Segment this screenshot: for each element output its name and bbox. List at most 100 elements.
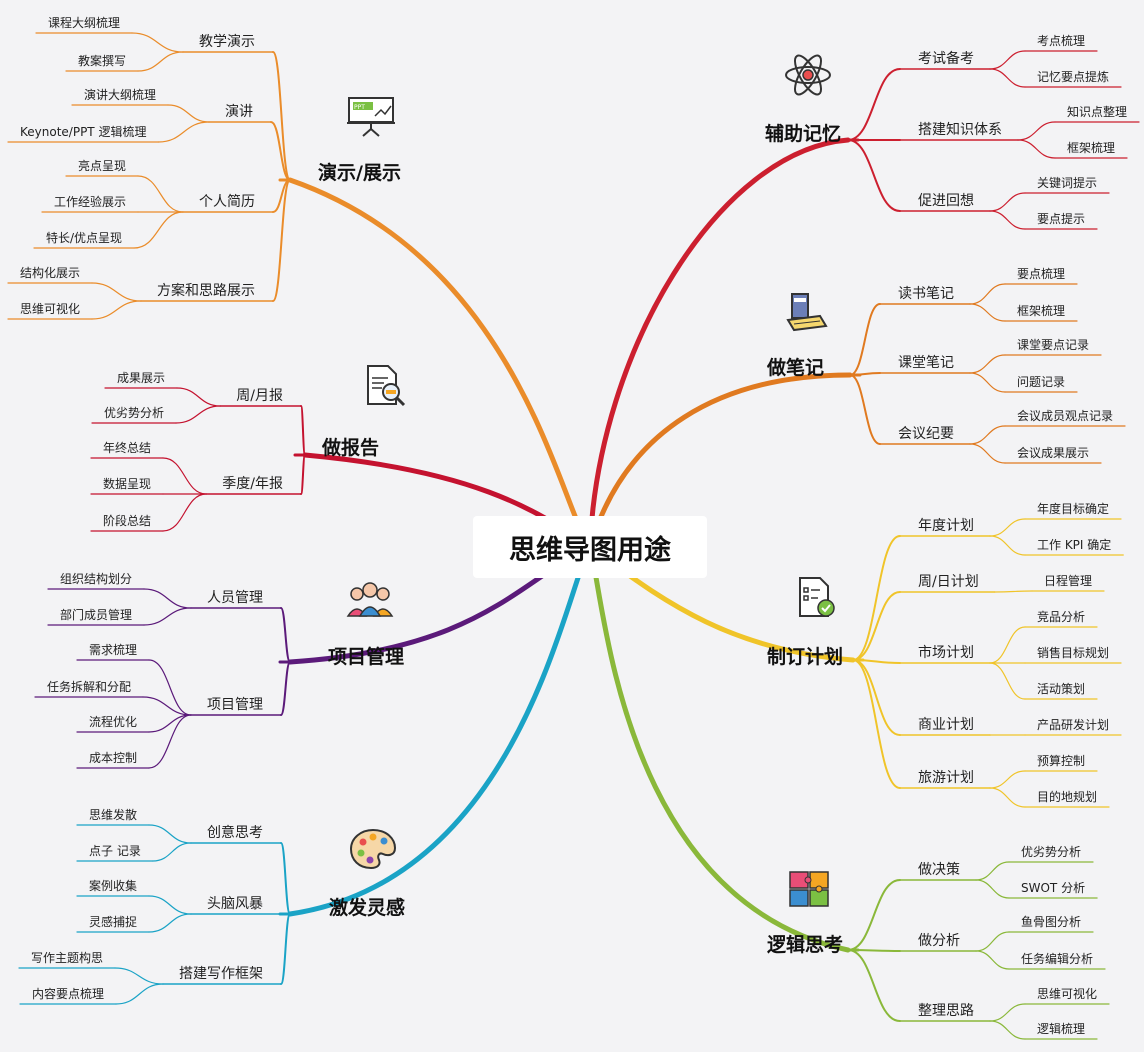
leaf-topic[interactable]: Keynote/PPT 逻辑梳理 <box>20 125 147 139</box>
leaf-topic[interactable]: SWOT 分析 <box>1021 881 1086 895</box>
branch-topic[interactable]: 激发灵感 <box>329 897 406 919</box>
leaf-topic[interactable]: 任务拆解和分配 <box>47 680 132 694</box>
leaf-topic[interactable]: 教案撰写 <box>78 54 127 68</box>
branch-topic[interactable]: 制订计划 <box>767 646 844 668</box>
sub-topic[interactable]: 旅游计划 <box>918 770 974 786</box>
leaf-topic[interactable]: 工作 KPI 确定 <box>1037 538 1112 552</box>
leaf-topic[interactable]: 案例收集 <box>89 879 138 893</box>
leaf-topic[interactable]: 课堂要点记录 <box>1017 338 1090 352</box>
leaf-topic[interactable]: 日程管理 <box>1044 574 1093 588</box>
leaf-connector <box>148 659 192 716</box>
sub-connector <box>300 405 306 456</box>
sub-connector <box>280 913 291 985</box>
sub-topic[interactable]: 头脑风暴 <box>207 896 263 912</box>
leaf-topic[interactable]: 组织结构划分 <box>60 572 133 586</box>
leaf-topic[interactable]: 成果展示 <box>117 371 166 385</box>
leaf-topic[interactable]: 结构化展示 <box>20 266 81 280</box>
leaf-topic[interactable]: 鱼骨图分析 <box>1021 915 1082 929</box>
leaf-topic[interactable]: 需求梳理 <box>89 643 138 657</box>
leaf-topic[interactable]: 优劣势分析 <box>1021 845 1082 859</box>
sub-topic[interactable]: 方案和思路展示 <box>157 283 255 299</box>
branch-topic[interactable]: 逻辑思考 <box>767 934 844 956</box>
leaf-connector <box>969 303 1006 322</box>
sub-topic[interactable]: 促进回想 <box>918 193 974 209</box>
sub-topic[interactable]: 演讲 <box>225 104 253 120</box>
sub-topic[interactable]: 搭建写作框架 <box>179 966 263 982</box>
sub-topic[interactable]: 课堂笔记 <box>898 355 954 371</box>
sub-topic[interactable]: 创意思考 <box>207 825 263 841</box>
central-topic[interactable]: 思维导图用途 <box>473 516 707 578</box>
leaf-connector <box>148 714 192 769</box>
leaf-topic[interactable]: 成本控制 <box>89 751 138 765</box>
sub-topic[interactable]: 搭建知识体系 <box>918 122 1002 138</box>
leaf-topic[interactable]: 思维可视化 <box>1037 987 1098 1001</box>
leaf-topic[interactable]: 部门成员管理 <box>60 608 133 622</box>
leaf-topic[interactable]: 问题记录 <box>1017 375 1066 389</box>
sub-topic[interactable]: 整理思路 <box>918 1003 974 1019</box>
leaf-topic[interactable]: 优劣势分析 <box>104 406 165 420</box>
leaf-topic[interactable]: 目的地规划 <box>1037 790 1098 804</box>
sub-connector <box>852 535 901 661</box>
sub-topic[interactable]: 季度/年报 <box>222 476 283 492</box>
sub-topic[interactable]: 人员管理 <box>207 590 263 606</box>
leaf-connector <box>137 51 184 72</box>
leaf-topic[interactable]: 内容要点梳理 <box>32 987 105 1001</box>
leaf-connector <box>1017 121 1056 141</box>
leaf-topic[interactable]: 数据呈现 <box>103 477 152 491</box>
sub-topic[interactable]: 做决策 <box>918 862 960 878</box>
leaf-topic[interactable]: 演讲大纲梳理 <box>84 88 157 102</box>
branch-topic[interactable]: 演示/展示 <box>318 162 401 184</box>
leaf-connector <box>989 662 1026 700</box>
leaf-topic[interactable]: 要点提示 <box>1037 212 1086 226</box>
leaf-topic[interactable]: 流程优化 <box>89 715 138 729</box>
leaf-topic[interactable]: 框架梳理 <box>1067 141 1116 155</box>
sub-topic[interactable]: 读书笔记 <box>898 286 954 302</box>
sub-topic[interactable]: 项目管理 <box>207 697 263 713</box>
leaf-topic[interactable]: 工作经验展示 <box>54 195 127 209</box>
leaf-topic[interactable]: 特长/优点呈现 <box>46 231 123 245</box>
sub-topic[interactable]: 做分析 <box>918 933 960 949</box>
leaf-topic[interactable]: 预算控制 <box>1037 754 1086 768</box>
leaf-connector <box>157 121 210 143</box>
sub-topic[interactable]: 会议纪要 <box>898 426 954 442</box>
branch-topic[interactable]: 辅助记忆 <box>765 123 842 145</box>
sub-topic[interactable]: 教学演示 <box>199 34 255 50</box>
leaf-topic[interactable]: 课程大纲梳理 <box>48 16 121 30</box>
branch-topic[interactable]: 项目管理 <box>328 646 405 668</box>
leaf-topic[interactable]: 考点梳理 <box>1037 34 1086 48</box>
leaf-topic[interactable]: 任务编辑分析 <box>1021 952 1094 966</box>
leaf-connector <box>989 518 1026 537</box>
leaf-topic[interactable]: 年度目标确定 <box>1037 502 1110 516</box>
sub-topic[interactable]: 商业计划 <box>918 717 974 733</box>
leaf-topic[interactable]: 会议成员观点记录 <box>1017 409 1114 423</box>
branch-topic[interactable]: 做报告 <box>322 437 380 459</box>
sub-topic[interactable]: 年度计划 <box>918 518 974 534</box>
leaf-topic[interactable]: 会议成果展示 <box>1017 446 1090 460</box>
sub-topic[interactable]: 周/月报 <box>236 388 283 404</box>
sub-connector <box>852 659 901 789</box>
leaf-topic[interactable]: 写作主题构思 <box>31 951 104 965</box>
leaf-topic[interactable]: 销售目标规划 <box>1037 646 1110 660</box>
leaf-topic[interactable]: 产品研发计划 <box>1037 718 1110 732</box>
leaf-topic[interactable]: 年终总结 <box>103 441 152 455</box>
leaf-topic[interactable]: 阶段总结 <box>103 514 152 528</box>
leaf-topic[interactable]: 灵感捕捉 <box>89 915 138 929</box>
sub-topic[interactable]: 个人简历 <box>199 194 255 210</box>
leaf-topic[interactable]: 逻辑梳理 <box>1037 1022 1086 1036</box>
leaf-topic[interactable]: 活动策划 <box>1037 682 1086 696</box>
leaf-topic[interactable]: 思维可视化 <box>20 302 81 316</box>
leaf-topic[interactable]: 要点梳理 <box>1017 267 1066 281</box>
leaf-topic[interactable]: 点子 记录 <box>89 844 141 858</box>
leaf-topic[interactable]: 关键词提示 <box>1037 176 1098 190</box>
leaf-topic[interactable]: 框架梳理 <box>1017 304 1066 318</box>
sub-topic[interactable]: 考试备考 <box>918 51 974 67</box>
leaf-topic[interactable]: 思维发散 <box>89 808 138 822</box>
branch-topic[interactable]: 做笔记 <box>767 357 825 379</box>
leaf-topic[interactable]: 知识点整理 <box>1067 105 1128 119</box>
sub-topic[interactable]: 周/日计划 <box>918 574 979 590</box>
leaf-topic[interactable]: 竞品分析 <box>1037 610 1086 624</box>
leaf-connector <box>975 861 1010 881</box>
sub-topic[interactable]: 市场计划 <box>918 645 974 661</box>
leaf-topic[interactable]: 记忆要点提炼 <box>1037 70 1110 84</box>
leaf-topic[interactable]: 亮点呈现 <box>78 159 127 173</box>
